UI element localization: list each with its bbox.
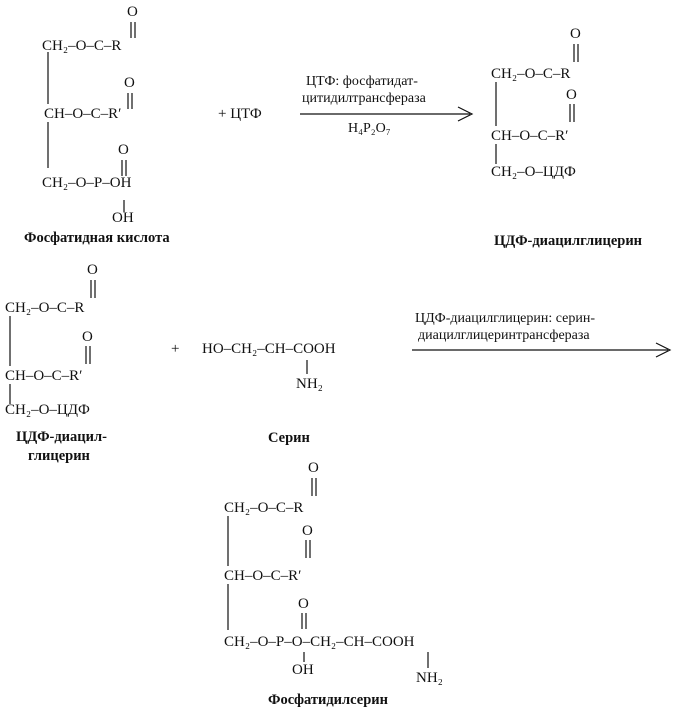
serine-formula: HO–CH₂–CH–COOH (202, 341, 336, 357)
pa-carbonyl-oxygen: O (127, 4, 138, 20)
cdp-left-name-line1: ЦДФ-диацил- (16, 429, 107, 445)
cdp-top-carbonyl-oxygen: O (570, 26, 581, 42)
ps-carbonyl-oxygen: O (302, 523, 313, 539)
ps-amine: NH₂ (416, 670, 443, 686)
cdp-top-carbonyl-oxygen: O (566, 87, 577, 103)
ps-row3: CH₂–O–P–O–CH₂–CH–COOH (224, 634, 415, 650)
serine-name: Серин (268, 430, 310, 446)
reaction2-enzyme-line1: ЦДФ-диацилглицерин: серин- (415, 311, 596, 326)
ps-row1: CH₂–O–C–R (224, 500, 304, 516)
cdp-left-row1: CH₂–O–C–R (5, 300, 85, 316)
serine-plus: + (171, 341, 180, 357)
cdp-top-row2: CH–O–C–R′ (491, 128, 569, 144)
ps-carbonyl-oxygen: O (308, 460, 319, 476)
pa-row1: CH₂–O–C–R (42, 38, 122, 54)
cdp-top-name: ЦДФ-диацилглицерин (494, 233, 643, 249)
pa-name: Фосфатидная кислота (24, 230, 170, 246)
pa-row2: CH–O–C–R′ (44, 106, 122, 122)
reaction1-arrow-head (457, 106, 474, 122)
cdp-left-row2: CH–O–C–R′ (5, 368, 83, 384)
pa-row3: CH₂–O–P–OH (42, 175, 132, 191)
ps-hydroxyl: OH (292, 662, 314, 678)
cdp-left-carbonyl-oxygen: O (87, 262, 98, 278)
reaction2-enzyme-line2: диацилглицеринтрансфераза (418, 328, 590, 343)
reaction1-plus-ctp: + ЦТФ (218, 106, 262, 122)
pa-phosphoryl-oxygen: O (118, 142, 129, 158)
cdp-top-row1: CH₂–O–C–R (491, 66, 571, 82)
ps-row2: CH–O–C–R′ (224, 568, 302, 584)
cdp-left-carbonyl-oxygen: O (82, 329, 93, 345)
cdp-left-name-line2: глицерин (28, 448, 90, 464)
pa-hydroxyl: OH (112, 210, 134, 226)
ps-name: Фосфатидилсерин (268, 692, 388, 708)
cdp-left-row3: CH₂–O–ЦДФ (5, 402, 90, 418)
ps-phosphoryl-oxygen: O (298, 596, 309, 612)
reaction1-byproduct: H₄P₂O₇ (348, 121, 391, 136)
cdp-top-row3: CH₂–O–ЦДФ (491, 164, 576, 180)
serine-amine: NH₂ (296, 376, 323, 392)
reaction1-enzyme-line2: цитидилтрансфераза (302, 91, 426, 106)
reaction1-enzyme-line1: ЦТФ: фосфатидат- (306, 74, 418, 89)
reaction2-arrow-head (655, 342, 672, 358)
pa-carbonyl-oxygen: O (124, 75, 135, 91)
